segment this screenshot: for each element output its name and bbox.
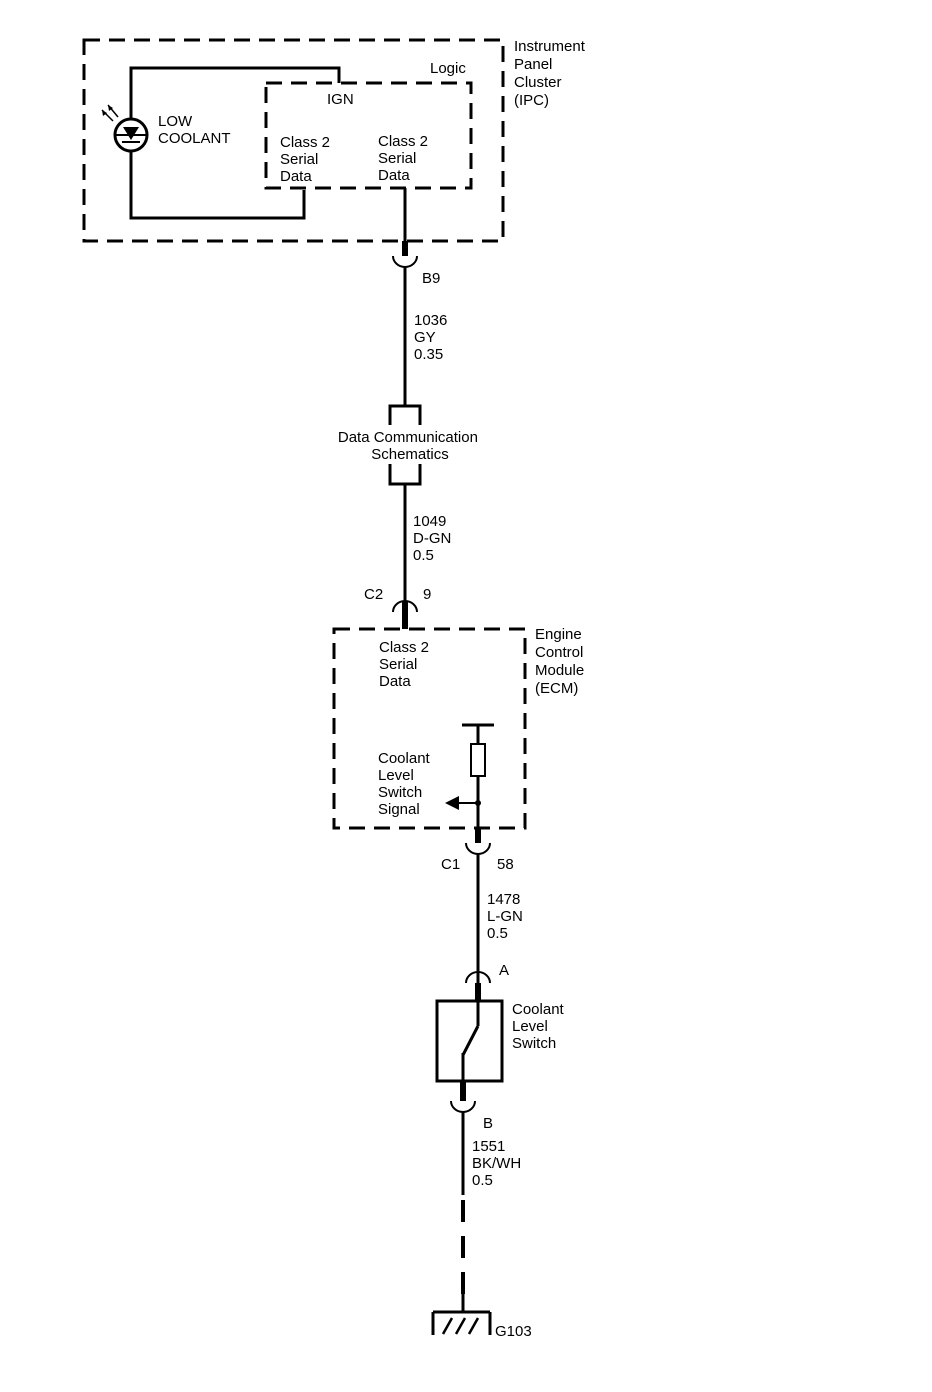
data-comm-bottom-bracket bbox=[388, 464, 422, 486]
ecm-module-name: Engine Control Module (ECM) bbox=[535, 626, 588, 697]
ipc-serial-data-right-label: Class 2 Serial Data bbox=[378, 133, 432, 184]
ecm-connector-c1-label: C1 bbox=[441, 856, 460, 873]
ipc-ign-label: IGN bbox=[327, 91, 354, 108]
switch-contact-icon bbox=[461, 1001, 480, 1081]
low-coolant-lamp-label: LOW COOLANT bbox=[158, 113, 231, 147]
ipc-module-border bbox=[82, 38, 505, 243]
ecm-signal-arrow-icon bbox=[445, 796, 459, 810]
ipc-logic-label: Logic bbox=[430, 60, 466, 77]
ecm-connector-c2-pin: 9 bbox=[423, 586, 431, 603]
switch-terminal-a-label: A bbox=[499, 962, 509, 979]
data-comm-label: Data Communication Schematics bbox=[338, 429, 482, 463]
low-coolant-lamp-icon bbox=[101, 104, 149, 153]
wire-1551-label: 1551 BK/WH 0.5 bbox=[472, 1138, 525, 1189]
switch-terminal-b-label: B bbox=[483, 1115, 493, 1132]
wire-1049-label: 1049 D-GN 0.5 bbox=[413, 513, 456, 564]
ipc-module-name: Instrument Panel Cluster (IPC) bbox=[514, 38, 589, 109]
switch-terminal-b-icon bbox=[450, 1100, 476, 1113]
ecm-serial-data-label: Class 2 Serial Data bbox=[379, 639, 433, 690]
ecm-connector-c2-label: C2 bbox=[364, 586, 383, 603]
ipc-connector-b9-label: B9 bbox=[422, 270, 440, 287]
ground-icon bbox=[431, 1310, 492, 1335]
data-comm-top-bracket bbox=[388, 404, 422, 425]
wire-1478-label: 1478 L-GN 0.5 bbox=[487, 891, 527, 942]
coolant-level-switch-name: Coolant Level Switch bbox=[512, 1001, 568, 1052]
ecm-connector-c1-icon bbox=[465, 842, 491, 855]
ecm-signal-label: Coolant Level Switch Signal bbox=[378, 750, 434, 818]
ipc-connector-b9-icon bbox=[392, 255, 418, 268]
ipc-logic-border bbox=[264, 81, 473, 190]
ground-label: G103 bbox=[495, 1323, 532, 1340]
switch-terminal-a-icon bbox=[465, 971, 491, 984]
ipc-serial-data-left-label: Class 2 Serial Data bbox=[280, 134, 334, 185]
ecm-pullup-resistor-icon bbox=[470, 743, 486, 777]
wire-1036-label: 1036 GY 0.35 bbox=[414, 312, 452, 363]
ecm-module-border bbox=[332, 627, 527, 830]
ecm-connector-c1-pin: 58 bbox=[497, 856, 514, 873]
